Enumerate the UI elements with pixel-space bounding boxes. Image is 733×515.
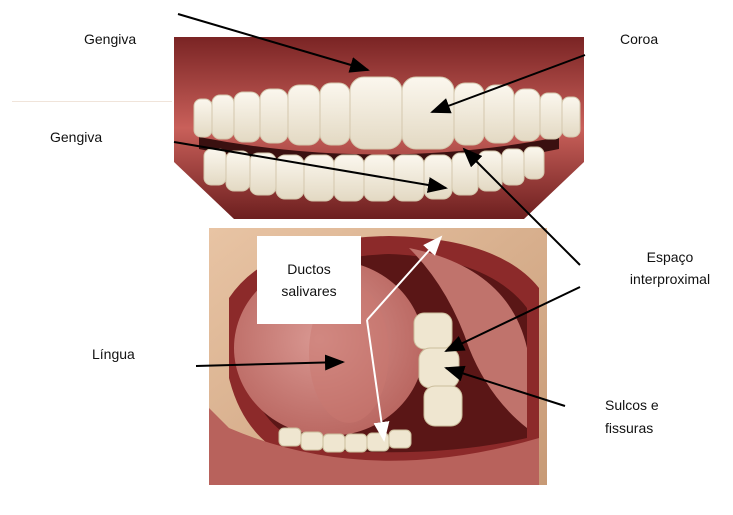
ductos-salivares-box: Ductos salivares bbox=[257, 236, 361, 324]
teeth-photo bbox=[174, 37, 584, 219]
ductos-label-line1: Ductos bbox=[281, 258, 336, 280]
label-lingua: Língua bbox=[92, 345, 135, 364]
ductos-label-line2: salivares bbox=[281, 280, 336, 302]
espaco-label-line2: interproximal bbox=[620, 270, 720, 289]
label-sulcos-fissuras: Sulcos e fissuras bbox=[605, 396, 659, 438]
label-espaco-interproximal: Espaço interproximal bbox=[620, 248, 720, 289]
sulcos-label-line1: Sulcos e bbox=[605, 396, 659, 415]
sulcos-label-line2: fissuras bbox=[605, 419, 659, 438]
label-gengiva-top: Gengiva bbox=[84, 30, 136, 49]
label-gengiva-mid: Gengiva bbox=[50, 128, 102, 147]
divider-line bbox=[12, 101, 172, 102]
label-coroa: Coroa bbox=[620, 30, 658, 49]
espaco-label-line1: Espaço bbox=[620, 248, 720, 267]
